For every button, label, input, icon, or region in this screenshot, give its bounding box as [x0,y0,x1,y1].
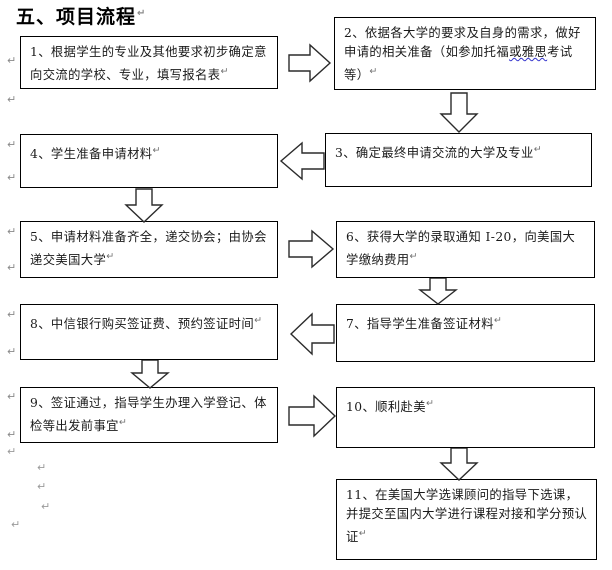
paragraph-mark-icon: ↵ [7,54,17,67]
flow-node-step-5-text: 5、申请材料准备齐全，递交协会；由协会递交美国大学↵ [30,228,270,270]
flow-node-step-2-label-before: 2、依据各大学的要求及自身的需求，做好申请的相关准备（如参加托福 [344,26,581,59]
flow-node-step-8-text: 8、中信银行购买签证费、预约签证时间↵ [30,311,270,334]
flow-node-step-11-text: 11、在美国大学选课顾问的指导下选课，并提交至国内大学进行课程对接和学分预认证↵ [346,486,589,547]
flow-node-step-4[interactable]: 4、学生准备申请材料↵ [20,134,278,188]
connector-arrow-down-step2-step3 [437,92,481,134]
paragraph-mark-icon: ↵ [37,480,47,493]
connector-arrow-left-step7-step8 [288,310,336,358]
flow-node-step-9-text: 9、签证通过，指导学生办理入学登记、体检等出发前事宜↵ [30,394,270,436]
paragraph-mark-icon: ↵ [533,144,542,155]
paragraph-mark-icon: ↵ [254,315,263,326]
page-title-text: 五、项目流程 [16,6,137,28]
paragraph-mark-icon: ↵ [137,7,147,19]
flow-node-step-4-label: 4、学生准备申请材料 [30,147,153,162]
flow-node-step-11[interactable]: 11、在美国大学选课顾问的指导下选课，并提交至国内大学进行课程对接和学分预认证↵ [336,479,597,560]
flow-node-step-4-text: 4、学生准备申请材料↵ [30,141,270,164]
flow-node-step-7-text: 7、指导学生准备签证材料↵ [346,311,587,334]
paragraph-mark-icon: ↵ [493,315,502,326]
flow-node-step-11-label: 11、在美国大学选课顾问的指导下选课，并提交至国内大学进行课程对接和学分预认证 [346,488,588,545]
paragraph-mark-icon: ↵ [7,308,17,321]
paragraph-mark-icon: ↵ [7,445,17,458]
flow-node-step-5[interactable]: 5、申请材料准备齐全，递交协会；由协会递交美国大学↵ [20,221,278,278]
flow-node-step-2-text: 2、依据各大学的要求及自身的需求，做好申请的相关准备（如参加托福或雅思考试等）↵ [344,24,588,85]
flow-node-step-6[interactable]: 6、获得大学的录取通知 I-20，向美国大学缴纳费用↵ [336,221,595,278]
flow-node-step-3-text: 3、确定最终申请交流的大学及专业↵ [335,140,584,163]
paragraph-mark-icon: ↵ [7,225,17,238]
flow-node-step-6-label: 6、获得大学的录取通知 I-20，向美国大学缴纳费用 [346,230,576,268]
flow-node-step-7-label: 7、指导学生准备签证材料 [346,317,494,332]
paragraph-mark-icon: ↵ [11,518,21,531]
flow-node-step-1-label: 1、根据学生的专业及其他要求初步确定意向交流的学校、专业，填写报名表 [30,45,267,83]
connector-arrow-left-step3-step4 [278,139,326,183]
flow-node-step-5-label: 5、申请材料准备齐全，递交协会；由协会递交美国大学 [30,230,267,268]
paragraph-mark-icon: ↵ [7,171,17,184]
paragraph-mark-icon: ↵ [7,93,17,106]
paragraph-mark-icon: ↵ [7,261,17,274]
paragraph-mark-icon: ↵ [7,428,17,441]
paragraph-mark-icon: ↵ [7,345,17,358]
flow-node-step-6-text: 6、获得大学的录取通知 I-20，向美国大学缴纳费用↵ [346,228,587,270]
paragraph-mark-icon: ↵ [37,461,47,474]
flow-node-step-2-label-after: 考试等） [344,45,573,83]
flow-node-step-8[interactable]: 8、中信银行购买签证费、预约签证时间↵ [20,304,278,360]
flow-node-step-10[interactable]: 10、顺利赴美↵ [336,387,595,448]
flow-node-step-1-text: 1、根据学生的专业及其他要求初步确定意向交流的学校、专业，填写报名表↵ [30,43,270,85]
flow-node-step-9[interactable]: 9、签证通过，指导学生办理入学登记、体检等出发前事宜↵ [20,387,278,443]
paragraph-mark-icon: ↵ [358,528,367,539]
connector-arrow-down-step10-step11 [437,448,481,482]
connector-arrow-down-step4-step5 [122,188,166,224]
flow-node-step-3-label: 3、确定最终申请交流的大学及专业 [335,146,534,161]
paragraph-mark-icon: ↵ [369,66,378,77]
paragraph-mark-icon: ↵ [106,251,115,262]
flow-node-step-10-label: 10、顺利赴美 [346,400,426,415]
paragraph-mark-icon: ↵ [41,500,51,513]
paragraph-mark-icon: ↵ [7,138,17,151]
page-title: 五、项目流程↵ [16,2,146,29]
connector-arrow-right-step9-step10 [288,392,338,440]
connector-arrow-right-step5-step6 [288,227,336,271]
connector-arrow-down-step8-step9 [128,360,172,390]
paragraph-mark-icon: ↵ [409,251,418,262]
flow-node-step-10-text: 10、顺利赴美↵ [346,394,587,417]
flow-node-step-8-label: 8、中信银行购买签证费、预约签证时间 [30,317,255,332]
paragraph-mark-icon: ↵ [425,398,434,409]
flow-node-step-9-label: 9、签证通过，指导学生办理入学登记、体检等出发前事宜 [30,396,267,434]
flow-node-step-7[interactable]: 7、指导学生准备签证材料↵ [336,304,595,362]
paragraph-mark-icon: ↵ [152,145,161,156]
connector-arrow-right-step1-step2 [288,41,332,85]
connector-arrow-down-step6-step7 [416,278,460,306]
paragraph-mark-icon: ↵ [7,390,17,403]
paragraph-mark-icon: ↵ [220,66,229,77]
spellcheck-flagged-text: 或雅思 [509,45,548,59]
flow-node-step-1[interactable]: 1、根据学生的专业及其他要求初步确定意向交流的学校、专业，填写报名表↵ [20,36,278,89]
flow-node-step-3[interactable]: 3、确定最终申请交流的大学及专业↵ [325,133,592,187]
paragraph-mark-icon: ↵ [118,417,127,428]
flow-node-step-2[interactable]: 2、依据各大学的要求及自身的需求，做好申请的相关准备（如参加托福或雅思考试等）↵ [334,17,596,90]
